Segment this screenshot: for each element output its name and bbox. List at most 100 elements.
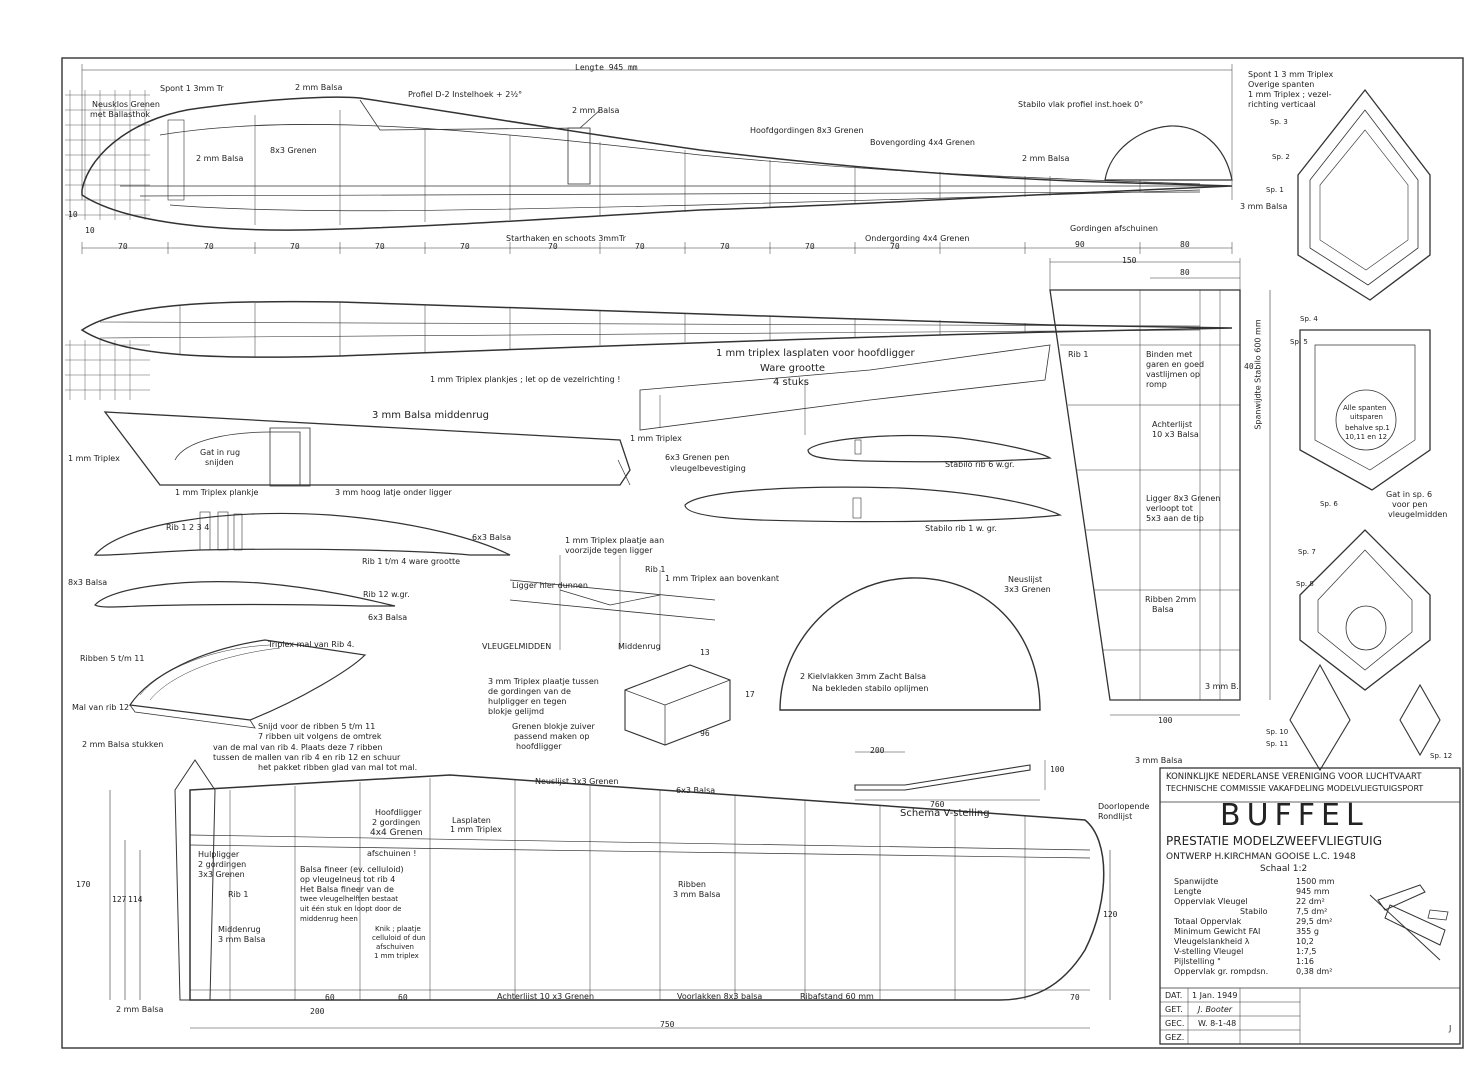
label-middenrug-4: 3 mm Balsa [218, 935, 266, 944]
label-voorlakken: Voorlakken 8x3 balsa [677, 992, 763, 1001]
fuselage-dim-2: 70 [204, 242, 214, 251]
spec-value-0: 1500 mm [1296, 877, 1335, 886]
fuselage-dim-11: 90 [1075, 240, 1085, 249]
label-ligger-1: Ligger 8x3 Grenen [1146, 494, 1221, 503]
dim-10a: 10 [68, 210, 78, 219]
dim-span-100: 100 [1158, 716, 1173, 725]
label-lasplaten-2: Ware grootte [760, 363, 826, 374]
label-balsa-3e: 3 mm Balsa [1240, 202, 1288, 211]
label-hulpligger-1: Hulpligger [198, 850, 240, 859]
label-starthaken: Starthaken en schoots 3mmTr [506, 234, 626, 243]
label-hulpligger-3: 3x3 Grenen [198, 870, 245, 879]
dim-wing-114: 114 [128, 895, 143, 904]
label-alle-3: behalve sp.1 [1345, 424, 1390, 432]
label-neusklos: Neusklos Grenen [92, 100, 160, 109]
label-sp10: Sp. 10 [1266, 728, 1289, 736]
fuselage-dim-4: 70 [375, 242, 385, 251]
label-rib-1e: Rib 1 [228, 890, 249, 899]
label-middenrug-2: Middenrug [618, 642, 661, 651]
label-sp5: Sp. 5 [1290, 338, 1308, 346]
label-sp4: Sp. 4 [1300, 315, 1318, 323]
label-balsa-6x3b: 6x3 Balsa [368, 613, 408, 622]
label-ribben-2b: Balsa [1152, 605, 1174, 614]
stabilo-planform [1049, 258, 1271, 716]
label-stabilo-rib1: Stabilo rib 1 w. gr. [925, 524, 997, 533]
model-subtitle: PRESTATIE MODELZWEEFVLIEGTUIG [1166, 834, 1383, 848]
designer-line: ONTWERP H.KIRCHMAN GOOISE L.C. 1948 [1166, 852, 1356, 862]
label-triplex-boven: 1 mm Triplex aan bovenkant [665, 574, 780, 583]
label-sp12: Sp. 12 [1430, 752, 1453, 760]
dim-wing-750: 750 [660, 1020, 675, 1029]
dim-span-150: 150 [1122, 256, 1137, 265]
label-sp7: Sp. 7 [1298, 548, 1316, 556]
label-snijd-4: tussen de mallen van rib 4 en rib 12 en … [213, 753, 401, 762]
label-snijd-1: Snijd voor de ribben 5 t/m 11 [258, 722, 376, 731]
label-spont-1b: Overige spanten [1248, 80, 1315, 89]
label-ligger-3: 5x3 aan de tip [1146, 514, 1204, 523]
label-bovengording: Bovengording 4x4 Grenen [870, 138, 975, 147]
tb-row-value-1: J. Booter [1198, 1005, 1233, 1014]
sheet-border [61, 57, 1464, 1049]
label-neuslijst-1: Neuslĳst [1008, 575, 1043, 584]
label-sp2: Sp. 2 [1272, 153, 1290, 161]
v-stelling-schema [854, 751, 1046, 801]
label-kielvlakken-1: 2 Kielvlakken 3mm Zacht Balsa [800, 672, 927, 681]
dim-mold-13: 13 [700, 648, 710, 657]
label-alle-2: uitsparen [1350, 413, 1383, 421]
dim-wing-60a: 60 [325, 993, 335, 1002]
label-spont-1c: 1 mm Triplex ; vezel- [1248, 90, 1332, 99]
label-lasplaten-1: 1 mm triplex lasplaten voor hoofdligger [716, 348, 915, 359]
fuselage-dim-7: 70 [635, 242, 645, 251]
spec-value-7: 1:7,5 [1296, 947, 1317, 956]
label-binden-1: Binden met [1146, 350, 1193, 359]
label-hulpligger-2: 2 gordingen [198, 860, 247, 869]
label-schema-v: Schema V-stelling [900, 808, 990, 819]
scale-line: Schaal 1:2 [1260, 864, 1308, 874]
label-gat-rug-1: Gat in rug [200, 448, 241, 457]
label-gat-1: Gat in sp. 6 [1386, 490, 1433, 499]
label-grenen-blokje-2: passend maken op [514, 732, 590, 741]
label-balsa-2c: 2 mm Balsa [196, 154, 244, 163]
label-hoofdligger-3: 4x4 Grenen [370, 828, 423, 838]
label-snijd-2: 7 ribben uit volgens de omtrek [258, 732, 382, 741]
org-line-2: TECHNISCHE COMMISSIE VAKAFDELING MODELVL… [1166, 784, 1424, 793]
label-rib-nums: Rib 1 2 3 4 [166, 523, 210, 532]
dim-mold-17: 17 [745, 690, 755, 699]
label-rib-1-4: Rib 1 t/m 4 ware grootte [362, 557, 461, 566]
spec-label-0: Spanwĳdte [1174, 877, 1219, 886]
label-neuslijst-3: Neuslĳst 3x3 Grenen [535, 777, 619, 786]
label-sp11: Sp. 11 [1266, 740, 1289, 748]
stabilo-rib1-profile [684, 486, 1063, 523]
glider-sketch [1369, 884, 1449, 961]
spec-label-4: Totaal Oppervlak [1174, 917, 1242, 926]
label-rib-12: Rib 12 w.gr. [363, 590, 410, 599]
label-balsafineer-5: uit één stuk en loopt door de [300, 905, 402, 913]
spec-label-2: Oppervlak Vleugel [1174, 897, 1248, 906]
label-snijd-5: het pakket ribben glad van mal tot mal. [258, 763, 418, 772]
label-hoofdligger-1: Hoofdligger [375, 808, 422, 817]
tb-row-value-0: 1 Jan. 1949 [1192, 991, 1238, 1000]
dim-span-40: 40 [1244, 362, 1254, 371]
label-triplex-1a: 1 mm Triplex [68, 454, 120, 463]
rib-1-4-profile [93, 511, 511, 556]
spec-label-7: V-stelling Vleugel [1174, 947, 1244, 956]
title-block-frame [1159, 767, 1461, 1045]
label-balsafineer-4: twee vleugelhelften bestaat [300, 895, 399, 903]
tb-row-key-3: GEZ. [1165, 1033, 1185, 1042]
fuselage-side-view [65, 64, 1233, 254]
label-balsa-2a: 2 mm Balsa [295, 83, 343, 92]
label-gordingen-afschuinen: Gordingen afschuinen [1070, 224, 1158, 233]
label-pen-2: vleugelbevestiging [670, 464, 746, 473]
fuselage-dim-8: 70 [720, 242, 730, 251]
label-pl3mm-3: hulpligger en tegen [488, 697, 567, 706]
label-mal-rib-12: Mal van rib 12 [72, 703, 130, 712]
lasplaten-drawing [639, 344, 1051, 435]
label-ballasthok: met Ballasthok [90, 110, 151, 119]
fuselage-dim-5: 70 [460, 242, 470, 251]
label-knik-2: celluloid of dun [372, 934, 426, 942]
stabilo-rib6-profile [807, 435, 1052, 463]
label-ligger-2: verloopt tot [1146, 504, 1193, 513]
label-neuslijst-2: 3x3 Grenen [1004, 585, 1051, 594]
label-achterlijst-1: Achterlĳst [1152, 420, 1193, 429]
dim-wing-200: 200 [310, 1007, 325, 1016]
